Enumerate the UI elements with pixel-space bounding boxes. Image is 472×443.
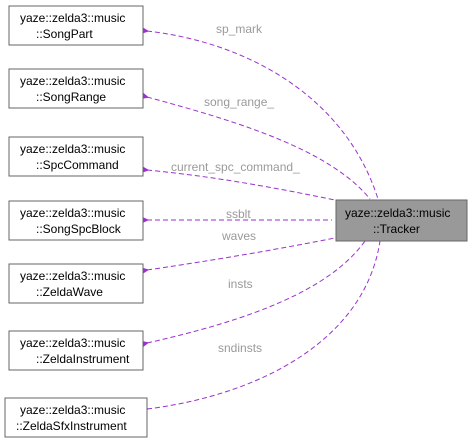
node-songspcblock[interactable]: yaze::zelda3::music ::SongSpcBlock (8, 200, 144, 241)
edge-waves (147, 235, 346, 270)
edge-label-current-spc-command: current_spc_command_ (171, 160, 300, 174)
edge-label-song-range: song_range_ (204, 95, 274, 109)
node-zeldawave-line2: ::ZeldaWave (36, 285, 103, 299)
node-songpart-line1: yaze::zelda3::music (20, 11, 125, 25)
edge-current-spc-command (147, 170, 346, 203)
node-spccommand-line1: yaze::zelda3::music (20, 142, 125, 156)
edge-label-waves: waves (221, 229, 256, 243)
node-songspcblock-line1: yaze::zelda3::music (20, 206, 125, 220)
node-tracker-line2: ::Tracker (373, 222, 420, 236)
node-zeldawave[interactable]: yaze::zelda3::music ::ZeldaWave (8, 263, 144, 304)
node-songrange[interactable]: yaze::zelda3::music ::SongRange (8, 68, 144, 109)
node-zeldainstrument-line2: ::ZeldaInstrument (36, 352, 130, 366)
edge-insts (147, 240, 366, 343)
node-spccommand-line2: ::SpcCommand (36, 158, 119, 172)
edge-label-insts: insts (228, 277, 253, 291)
node-zeldainstrument-line1: yaze::zelda3::music (20, 336, 125, 350)
node-spccommand[interactable]: yaze::zelda3::music ::SpcCommand (8, 136, 144, 177)
node-zeldasfxinstrument-line2: ::ZeldaSfxInstrument (16, 419, 127, 433)
node-zeldasfxinstrument-line1: yaze::zelda3::music (20, 403, 125, 417)
node-zeldainstrument[interactable]: yaze::zelda3::music ::ZeldaInstrument (8, 330, 144, 371)
node-songrange-line1: yaze::zelda3::music (20, 74, 125, 88)
node-tracker[interactable]: yaze::zelda3::music ::Tracker (335, 199, 468, 242)
edge-label-sndinsts: sndinsts (218, 341, 262, 355)
node-songpart[interactable]: yaze::zelda3::music ::SongPart (8, 5, 144, 46)
edges: sp_mark song_range_ current_spc_command_… (147, 22, 381, 409)
edge-sndinsts (147, 240, 381, 409)
edge-label-ssblt: ssblt (226, 207, 251, 221)
node-zeldawave-line1: yaze::zelda3::music (20, 269, 125, 283)
node-songpart-line2: ::SongPart (36, 27, 93, 41)
edge-label-sp-mark: sp_mark (216, 22, 263, 36)
edge-song-range (147, 97, 371, 200)
nodes: yaze::zelda3::music ::SongPart yaze::zel… (4, 5, 468, 438)
node-tracker-line1: yaze::zelda3::music (345, 206, 450, 220)
node-songspcblock-line2: ::SongSpcBlock (36, 222, 122, 236)
node-songrange-line2: ::SongRange (36, 90, 106, 104)
node-zeldasfxinstrument[interactable]: yaze::zelda3::music ::ZeldaSfxInstrument (4, 397, 148, 438)
